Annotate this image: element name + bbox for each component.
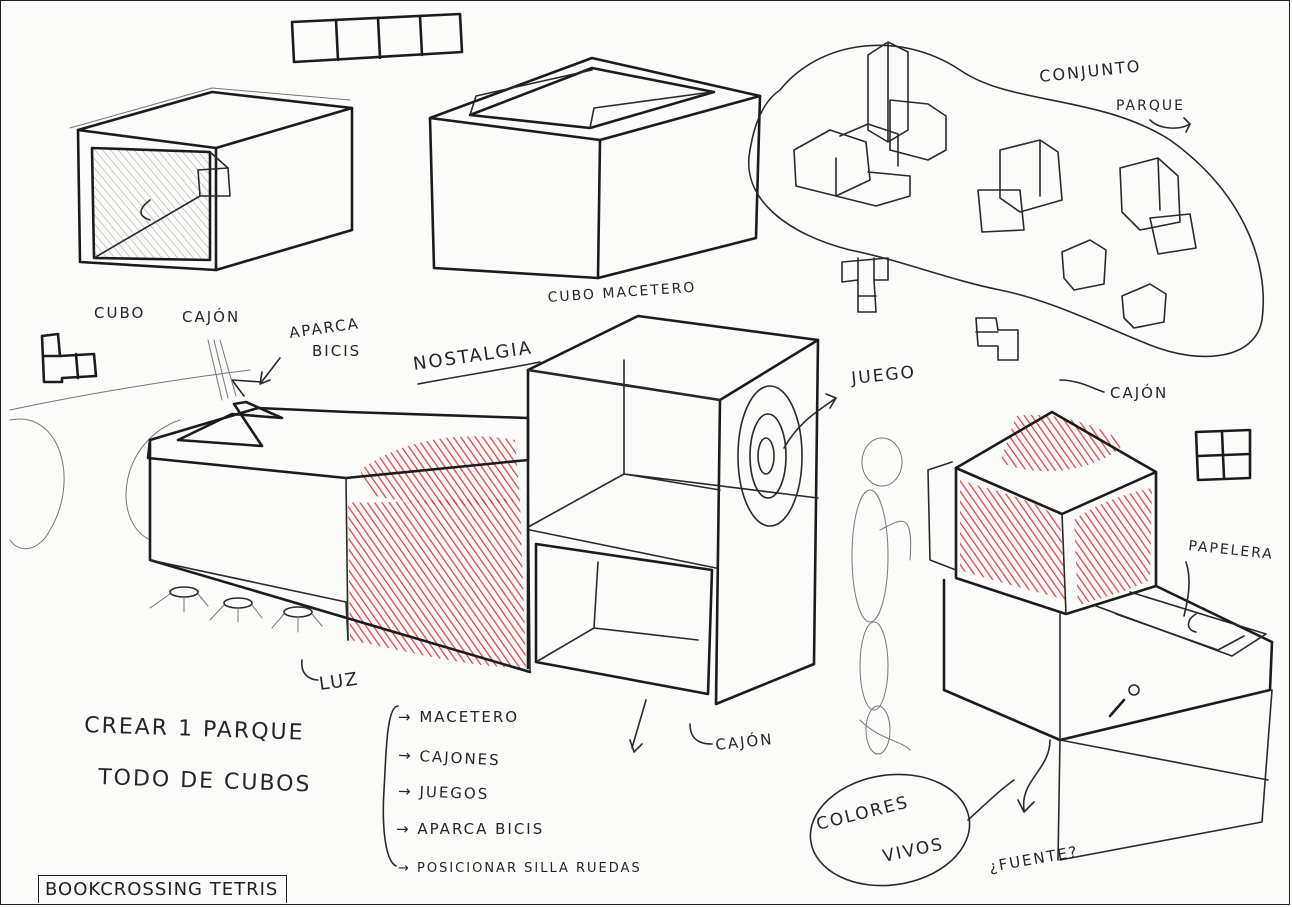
label-nostalgia: NOSTALGIA <box>412 337 534 375</box>
cubo-cajon-drawing <box>70 88 352 270</box>
label-cajon-top: CAJÓN <box>182 307 240 326</box>
tetromino-s-icon <box>976 318 1018 360</box>
list-item-aparca-bicis: → APARCA BICIS <box>396 820 544 838</box>
label-cubo-macetero: CUBO MACETERO <box>547 280 697 306</box>
label-bicis: BICIS <box>312 342 361 360</box>
bike-wheel-drawing <box>10 370 250 549</box>
person-figure-drawing <box>852 438 911 754</box>
label-papelera: PAPELERA <box>1188 538 1275 563</box>
label-cubo: CUBO <box>94 304 145 322</box>
label-cajon-bottom: CAJÓN <box>714 729 774 754</box>
label-luz: LUZ <box>318 669 361 695</box>
list-item-macetero: → MACETERO <box>398 708 519 726</box>
list-item-posicionar: → POSICIONAR SILLA RUEDAS <box>398 861 642 876</box>
label-fuente: ¿FUENTE? <box>988 842 1081 876</box>
tetris-strip-icon <box>292 14 462 62</box>
label-parque: PARQUE <box>1116 98 1185 114</box>
footer-label: BOOKCROSSING TETRIS <box>38 875 287 903</box>
label-vivos: VIVOS <box>881 834 946 866</box>
label-conjunto: CONJUNTO <box>1038 56 1142 86</box>
conjunto-parque-drawing <box>749 42 1264 356</box>
list-item-juegos: → JUEGOS <box>398 782 490 803</box>
tetromino-l-icon <box>42 334 96 382</box>
tetromino-t-icon <box>842 258 888 312</box>
tetromino-square-icon <box>1196 430 1250 480</box>
label-cajon-right: CAJÓN <box>1110 383 1168 402</box>
note-line-1: CREAR 1 PARQUE <box>84 713 305 746</box>
label-juego: JUEGO <box>849 362 916 389</box>
cubo-macetero-drawing <box>430 58 760 278</box>
list-item-cajones: → CAJONES <box>398 746 501 769</box>
list-bracket <box>383 706 398 866</box>
label-aparca: APARCA <box>288 314 361 342</box>
note-line-2: TODO DE CUBOS <box>97 765 312 797</box>
main-bench-drawing <box>148 316 836 704</box>
